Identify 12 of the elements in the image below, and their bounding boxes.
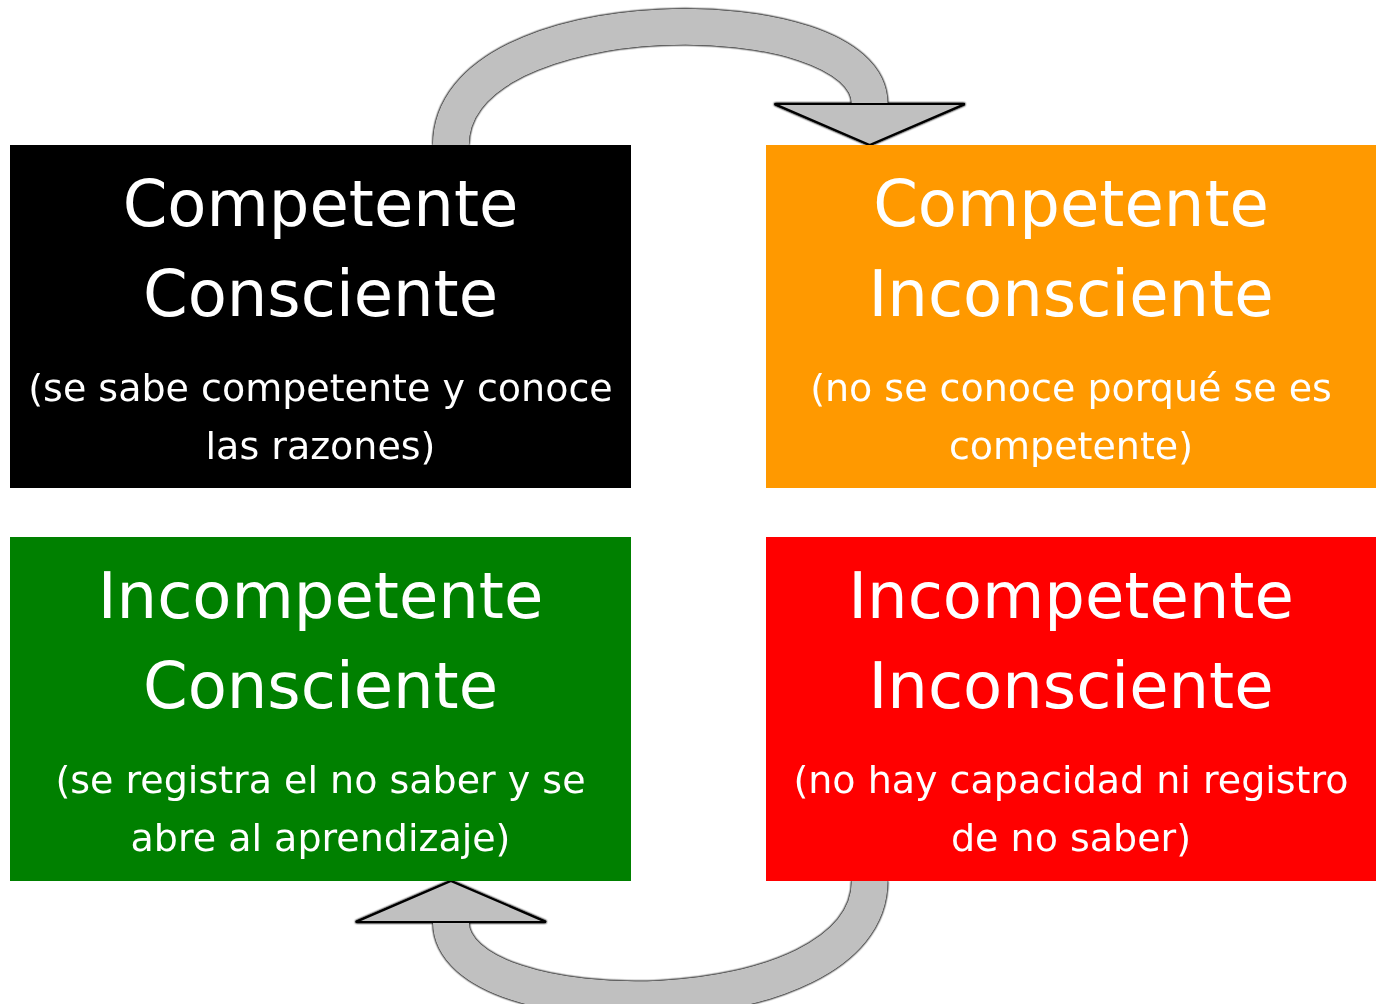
box-description: (no se conoce porqué se es competente) — [809, 365, 1333, 470]
box-description: (no hay capacidad ni registro de no saber) — [792, 757, 1350, 862]
box-description: (se registra el no saber y se abre al aprendizaje) — [54, 757, 587, 862]
quadrant-box — [10, 145, 631, 488]
box-heading: Incompetente Consciente — [96, 558, 545, 725]
box-description: (se sabe competente y conoce las razones) — [27, 365, 614, 470]
quadrant-box — [10, 537, 631, 881]
box-heading: Competente Consciente — [121, 166, 520, 333]
box-heading: Incompetente Inconsciente — [847, 558, 1295, 725]
quadrant-box — [766, 145, 1376, 488]
quadrant-box — [766, 537, 1376, 881]
box-heading: Competente Inconsciente — [867, 166, 1275, 333]
